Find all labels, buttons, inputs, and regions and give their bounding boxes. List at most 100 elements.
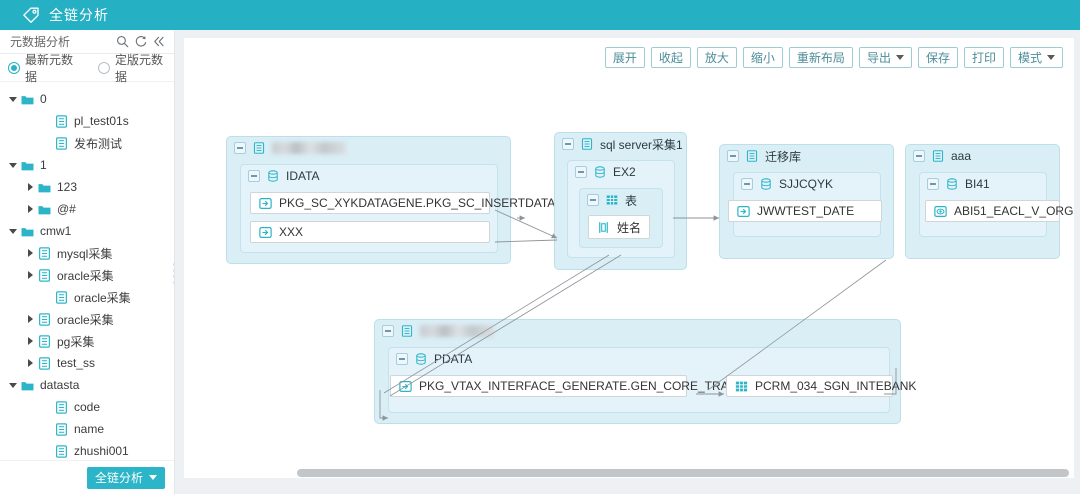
group-header[interactable] bbox=[375, 320, 900, 342]
tree-item-label: 0 bbox=[40, 92, 47, 106]
collapse-left-icon[interactable] bbox=[151, 34, 166, 49]
group-title: 迁移库 bbox=[765, 149, 802, 164]
tree-item[interactable]: code bbox=[0, 396, 174, 418]
horizontal-scrollbar-thumb[interactable] bbox=[297, 469, 1069, 477]
collapse-toggle-icon[interactable] bbox=[927, 178, 939, 190]
tree-item[interactable]: pg采集 bbox=[0, 330, 174, 352]
group-title: aaa bbox=[951, 149, 972, 163]
collapse-toggle-icon[interactable] bbox=[562, 138, 574, 150]
caret-down-icon[interactable] bbox=[6, 220, 20, 242]
toolbar-button-7[interactable]: 打印 bbox=[963, 47, 1004, 68]
lineage-canvas[interactable]: 展开收起放大缩小重新布局导出保存打印模式 bbox=[184, 38, 1074, 478]
search-icon[interactable] bbox=[115, 34, 130, 49]
collapse-toggle-icon[interactable] bbox=[587, 194, 599, 206]
graph-subgroup-ex2[interactable]: EX2 bbox=[567, 160, 675, 258]
collapse-toggle-icon[interactable] bbox=[248, 170, 260, 182]
collapse-toggle-icon[interactable] bbox=[913, 150, 925, 162]
graph-leaf-node[interactable]: PKG_SC_XYKDATAGENE.PKG_SC_INSERTDATA bbox=[250, 192, 555, 214]
refresh-icon[interactable] bbox=[133, 34, 148, 49]
metadata-mode-radio-group: 最新元数据 定版元数据 bbox=[0, 51, 174, 85]
graph-group-1[interactable]: IDATA PKG_SC_XYKDATAGENE.PKG_SC_INSERTDA… bbox=[226, 136, 555, 264]
caret-right-icon[interactable] bbox=[23, 198, 37, 220]
tree-item[interactable]: datasta bbox=[0, 374, 174, 396]
graph-group-4[interactable]: aaa BI41 bbox=[905, 144, 1073, 259]
radio-versioned-metadata[interactable]: 定版元数据 bbox=[98, 51, 174, 85]
toolbar-button-8[interactable]: 模式 bbox=[1009, 47, 1063, 68]
tree-item[interactable]: mysql采集 bbox=[0, 242, 174, 264]
graph-subgroup-pdata[interactable]: PDATA PKG_VTAX_INTERFACE_GENERATE.GEN_CO… bbox=[388, 347, 916, 413]
subgroup-header[interactable]: EX2 bbox=[568, 161, 674, 183]
subgroup-header[interactable]: PDATA bbox=[389, 348, 889, 370]
caret-right-icon[interactable] bbox=[23, 330, 37, 352]
tree-item[interactable]: 发布测试 bbox=[0, 132, 174, 154]
graph-subgroup-bi41[interactable]: BI41 ABI51_EACL_V_ORG bbox=[919, 172, 1073, 237]
caret-right-icon[interactable] bbox=[23, 264, 37, 286]
tree-item[interactable]: test_ss bbox=[0, 352, 174, 374]
subgroup-header[interactable]: IDATA bbox=[241, 165, 497, 187]
collapse-toggle-icon[interactable] bbox=[382, 325, 394, 337]
group-header[interactable]: aaa bbox=[906, 145, 1059, 167]
graph-group-3[interactable]: 迁移库 SJJCQYK bbox=[719, 144, 894, 259]
collapse-toggle-icon[interactable] bbox=[234, 142, 246, 154]
group-header[interactable] bbox=[227, 137, 510, 159]
toolbar-button-0[interactable]: 展开 bbox=[604, 47, 645, 68]
caret-right-icon[interactable] bbox=[23, 242, 37, 264]
subgroup-header[interactable]: SJJCQYK bbox=[734, 173, 880, 195]
toolbar-button-4[interactable]: 重新布局 bbox=[788, 47, 853, 68]
tree-item[interactable]: oracle采集 bbox=[0, 308, 174, 330]
tree-item[interactable]: cmw1 bbox=[0, 220, 174, 242]
subgroup-header[interactable]: BI41 bbox=[920, 173, 1046, 195]
tree-item[interactable]: pl_test01s bbox=[0, 110, 174, 132]
graph-leaf-node[interactable]: JWWTEST_DATE bbox=[728, 200, 882, 222]
toolbar-button-6[interactable]: 保存 bbox=[917, 47, 958, 68]
table-icon bbox=[735, 381, 748, 391]
caret-placeholder bbox=[40, 110, 54, 132]
caret-down-icon[interactable] bbox=[6, 88, 20, 110]
horizontal-scrollbar-track[interactable] bbox=[184, 468, 1074, 478]
caret-right-icon[interactable] bbox=[23, 352, 37, 374]
caret-right-icon[interactable] bbox=[23, 176, 37, 198]
toolbar-button-2[interactable]: 放大 bbox=[696, 47, 737, 68]
sidebar-splitter-handle[interactable] bbox=[171, 252, 174, 294]
group-title: sql server采集1 bbox=[600, 137, 683, 152]
graph-leaf-node[interactable]: PCRM_034_SGN_INTEBANK bbox=[726, 375, 916, 397]
group-header[interactable]: sql server采集1 bbox=[555, 133, 686, 155]
caret-placeholder bbox=[40, 418, 54, 440]
graph-subgroup-table[interactable]: 表 姓名 bbox=[579, 188, 663, 248]
collapse-toggle-icon[interactable] bbox=[396, 353, 408, 365]
graph-subgroup-sjjcqyk[interactable]: SJJCQYK JWWTEST_DATE bbox=[728, 172, 882, 237]
toolbar-button-label: 模式 bbox=[1017, 51, 1042, 65]
graph-leaf-node[interactable]: XXX bbox=[250, 221, 490, 243]
subgroup-header[interactable]: 表 bbox=[580, 189, 662, 211]
caret-down-icon[interactable] bbox=[6, 154, 20, 176]
graph-group-5[interactable]: PDATA PKG_VTAX_INTERFACE_GENERATE.GEN_CO… bbox=[374, 319, 916, 424]
graph-group-2[interactable]: sql server采集1 EX2 bbox=[554, 132, 687, 270]
full-chain-analysis-button[interactable]: 全链分析 bbox=[86, 466, 165, 489]
radio-latest-metadata[interactable]: 最新元数据 bbox=[8, 51, 84, 85]
document-icon bbox=[932, 150, 944, 162]
graph-leaf-node[interactable]: 姓名 bbox=[588, 215, 650, 239]
graph-leaf-node[interactable]: PKG_VTAX_INTERFACE_GENERATE.GEN_CORE_TRA… bbox=[390, 375, 775, 397]
toolbar-button-3[interactable]: 缩小 bbox=[742, 47, 783, 68]
graph-leaf-node[interactable]: ABI51_EACL_V_ORG bbox=[925, 200, 1073, 222]
graph-subgroup-idata[interactable]: IDATA PKG_SC_XYKDATAGENE.PKG_SC_INSERTDA… bbox=[240, 164, 555, 253]
toolbar-button-1[interactable]: 收起 bbox=[650, 47, 691, 68]
tree-item[interactable]: oracle采集 bbox=[0, 264, 174, 286]
collapse-toggle-icon[interactable] bbox=[575, 166, 587, 178]
tree-item[interactable]: zhushi001 bbox=[0, 440, 174, 462]
tree-item[interactable]: 1 bbox=[0, 154, 174, 176]
toolbar-button-5[interactable]: 导出 bbox=[858, 47, 912, 68]
tree-item[interactable]: oracle采集 bbox=[0, 286, 174, 308]
tree-item[interactable]: name bbox=[0, 418, 174, 440]
tree-item[interactable]: 123 bbox=[0, 176, 174, 198]
collapse-toggle-icon[interactable] bbox=[727, 150, 739, 162]
tree-item[interactable]: 0 bbox=[0, 88, 174, 110]
collapse-toggle-icon[interactable] bbox=[741, 178, 753, 190]
document-icon bbox=[56, 290, 67, 304]
tree-item[interactable]: @# bbox=[0, 198, 174, 220]
group-header[interactable]: 迁移库 bbox=[720, 145, 893, 167]
caret-down-icon[interactable] bbox=[6, 374, 20, 396]
caret-right-icon[interactable] bbox=[23, 308, 37, 330]
